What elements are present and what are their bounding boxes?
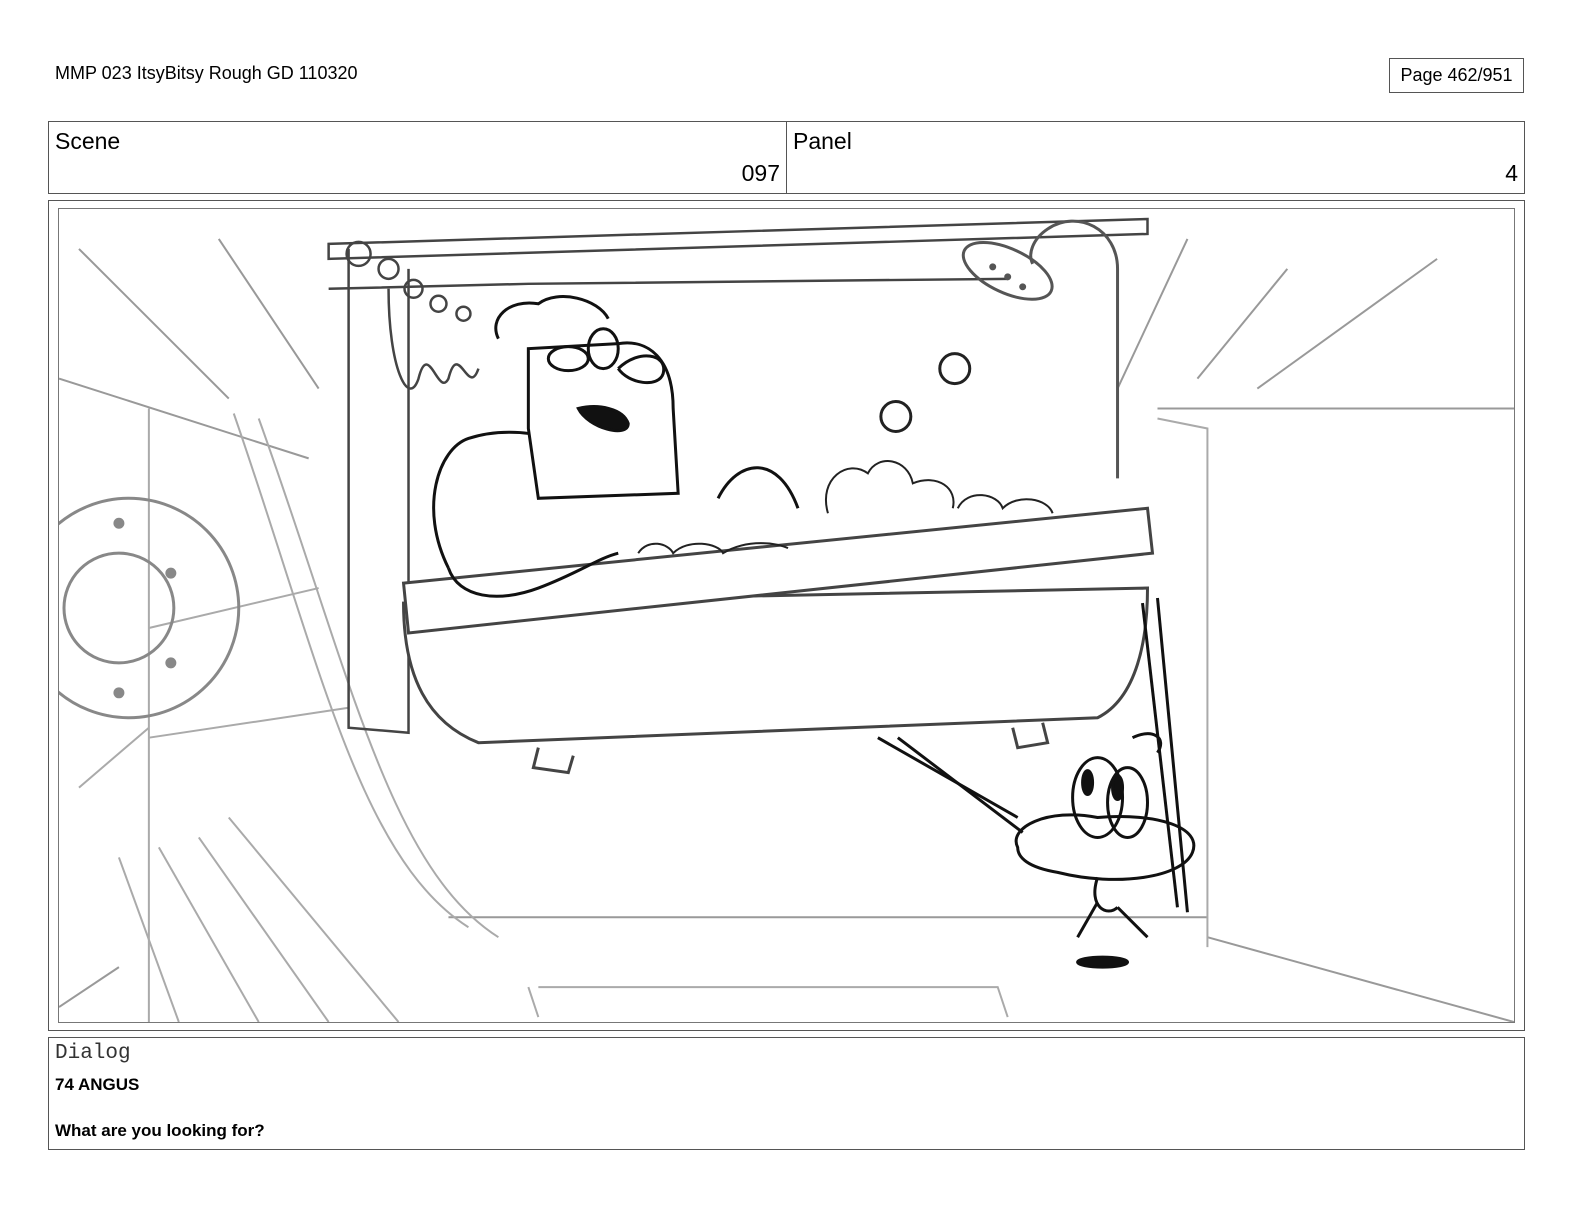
- dialog-label: Dialog: [55, 1042, 131, 1065]
- storyboard-sketch: [59, 217, 1514, 1022]
- scene-label: Scene: [55, 128, 121, 154]
- scene-cell: Scene 097: [49, 122, 786, 193]
- scene-number: 097: [741, 160, 780, 186]
- dialog-line: What are you looking for?: [55, 1121, 265, 1140]
- panel-cell: Panel 4: [786, 122, 1524, 193]
- scene-panel-header: Scene 097 Panel 4: [48, 121, 1525, 194]
- document-title: MMP 023 ItsyBitsy Rough GD 110320: [55, 63, 358, 83]
- panel-label: Panel: [793, 128, 852, 154]
- dialog-speaker: 74 ANGUS: [55, 1075, 140, 1094]
- dialog-box: Dialog 74 ANGUS What are you looking for…: [48, 1037, 1525, 1150]
- storyboard-drawing-area: [58, 208, 1515, 1023]
- page-number-box: Page 462/951: [1389, 58, 1524, 93]
- storyboard-panel-frame: [48, 200, 1525, 1031]
- page-number: Page 462/951: [1400, 65, 1513, 85]
- panel-number: 4: [1505, 160, 1518, 186]
